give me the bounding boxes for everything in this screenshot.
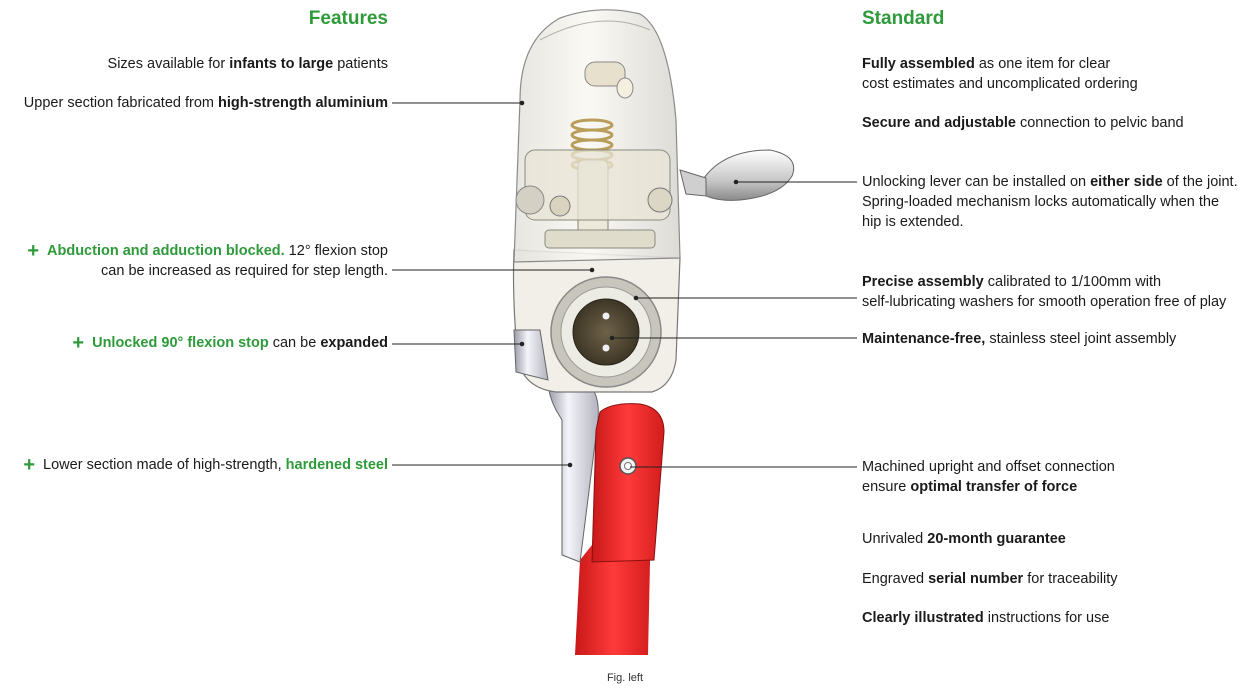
callout-line: + Unlocked 90° flexion stop can be expand…	[72, 333, 388, 353]
callout-text: Fully assembled	[862, 56, 975, 72]
callout-line: Engraved serial number for traceability	[862, 569, 1118, 589]
plus-icon: +	[72, 332, 85, 354]
standard-item-unlocking-lever: Unlocking lever can be installed on eith…	[862, 172, 1238, 232]
callout-text: instructions for use	[983, 610, 1110, 626]
callout-line: Unrivaled 20-month guarantee	[862, 529, 1066, 549]
callout-line: Clearly illustrated instructions for use	[862, 608, 1109, 628]
features-heading: Features	[308, 8, 388, 29]
callout-text: Engraved	[862, 571, 929, 587]
callout-line: Machined upright and offset connection	[862, 457, 1115, 477]
callout-line: ensure optimal transfer of force	[862, 477, 1115, 497]
callout-line: hip is extended.	[862, 212, 1238, 232]
red-offset-piece	[591, 403, 665, 563]
callout-text: Maintenance-free,	[862, 331, 986, 347]
feature-item-flexion-stop: + Unlocked 90° flexion stop can be expand…	[72, 333, 388, 353]
callout-text: hardened steel	[285, 457, 388, 473]
callout-text: Unlocking lever can be installed on	[862, 174, 1091, 190]
feature-item-lower-section: + Lower section made of high-strength, ha…	[23, 455, 388, 475]
callout-line: can be increased as required for step le…	[27, 261, 388, 281]
callout-text: patients	[333, 56, 388, 72]
callout-text: ensure	[862, 479, 911, 495]
callout-line: Fully assembled as one item for clear	[862, 54, 1138, 74]
callout-text: cost estimates and uncomplicated orderin…	[862, 76, 1138, 92]
callout-line: Maintenance-free, stainless steel joint …	[862, 329, 1176, 349]
standard-item-secure-connection: Secure and adjustable connection to pelv…	[862, 113, 1184, 133]
callout-text: Abduction and adduction blocked.	[47, 243, 285, 259]
callout-line: cost estimates and uncomplicated orderin…	[862, 74, 1138, 94]
callout-text: of the joint.	[1162, 174, 1238, 190]
callout-line: Unlocking lever can be installed on eith…	[862, 172, 1238, 192]
callout-text: can be	[268, 335, 321, 351]
callout-text: Machined upright and offset connection	[862, 459, 1115, 475]
callout-line: Sizes available for infants to large pat…	[108, 54, 388, 74]
standard-item-serial-number: Engraved serial number for traceability	[862, 569, 1118, 589]
standard-heading: Standard	[862, 8, 945, 29]
callout-line: self-lubricating washers for smooth oper…	[862, 292, 1226, 312]
standard-item-machined-upright: Machined upright and offset connection en…	[862, 457, 1115, 497]
callout-text: Unrivaled	[862, 531, 928, 547]
standard-item-fully-assembled: Fully assembled as one item for clear cos…	[862, 54, 1138, 94]
callout-text: can be increased as required for step le…	[101, 263, 388, 279]
callout-text: hip is extended.	[862, 214, 964, 230]
callout-text: either side	[1090, 174, 1163, 190]
callout-text: calibrated to 1/100mm with	[983, 274, 1162, 290]
callout-line: Spring-loaded mechanism locks automatica…	[862, 192, 1238, 212]
joint-axle	[572, 298, 640, 366]
callout-line: Secure and adjustable connection to pelv…	[862, 113, 1184, 133]
standard-item-maintenance-free: Maintenance-free, stainless steel joint …	[862, 329, 1176, 349]
unlocking-lever-icon	[699, 149, 795, 201]
standard-item-instructions: Clearly illustrated instructions for use	[862, 608, 1109, 628]
callout-text: Spring-loaded mechanism locks automatica…	[862, 194, 1220, 210]
callout-text: high-strength aluminium	[218, 95, 388, 111]
callout-text: optimal transfer of force	[910, 479, 1078, 495]
callout-text: Precise assembly	[862, 274, 984, 290]
callout-text: 20-month guarantee	[927, 531, 1066, 547]
callout-text: for traceability	[1023, 571, 1118, 587]
callout-text: stainless steel joint assembly	[985, 331, 1177, 347]
feature-item-upper-section: Upper section fabricated from high-stren…	[24, 93, 388, 113]
callout-line: + Abduction and adduction blocked. 12° fl…	[27, 241, 388, 261]
callout-text: Unlocked 90° flexion stop	[92, 335, 269, 351]
plus-icon: +	[27, 240, 40, 262]
figure-caption: Fig. left	[606, 672, 644, 684]
standard-leader-lines	[609, 179, 857, 468]
callout-line: + Lower section made of high-strength, ha…	[23, 455, 388, 475]
feature-item-sizes: Sizes available for infants to large pat…	[108, 54, 388, 74]
callout-line: Upper section fabricated from high-stren…	[24, 93, 388, 113]
callout-line: Precise assembly calibrated to 1/100mm w…	[862, 272, 1226, 292]
feature-leader-lines	[392, 100, 595, 468]
callout-text: connection to pelvic band	[1015, 115, 1184, 131]
lower-steel-section	[547, 379, 599, 563]
callout-text: 12° flexion stop	[284, 243, 388, 259]
callout-text: serial number	[928, 571, 1024, 587]
callout-text: Sizes available for	[107, 56, 230, 72]
feature-item-abduction-blocked: + Abduction and adduction blocked. 12° fl…	[27, 241, 388, 281]
callout-text: Lower section made of high-strength,	[43, 457, 286, 473]
callout-text: expanded	[320, 335, 388, 351]
plus-icon: +	[23, 454, 36, 476]
callout-text: self-lubricating washers for smooth oper…	[862, 294, 1227, 310]
callout-text: Secure and adjustable	[862, 115, 1016, 131]
standard-item-precise-assembly: Precise assembly calibrated to 1/100mm w…	[862, 272, 1226, 312]
callout-text: as one item for clear	[974, 56, 1111, 72]
standard-item-guarantee: Unrivaled 20-month guarantee	[862, 529, 1066, 549]
callout-text: Clearly illustrated	[862, 610, 984, 626]
callout-text: infants to large	[229, 56, 334, 72]
callout-text: Upper section fabricated from	[23, 95, 219, 111]
